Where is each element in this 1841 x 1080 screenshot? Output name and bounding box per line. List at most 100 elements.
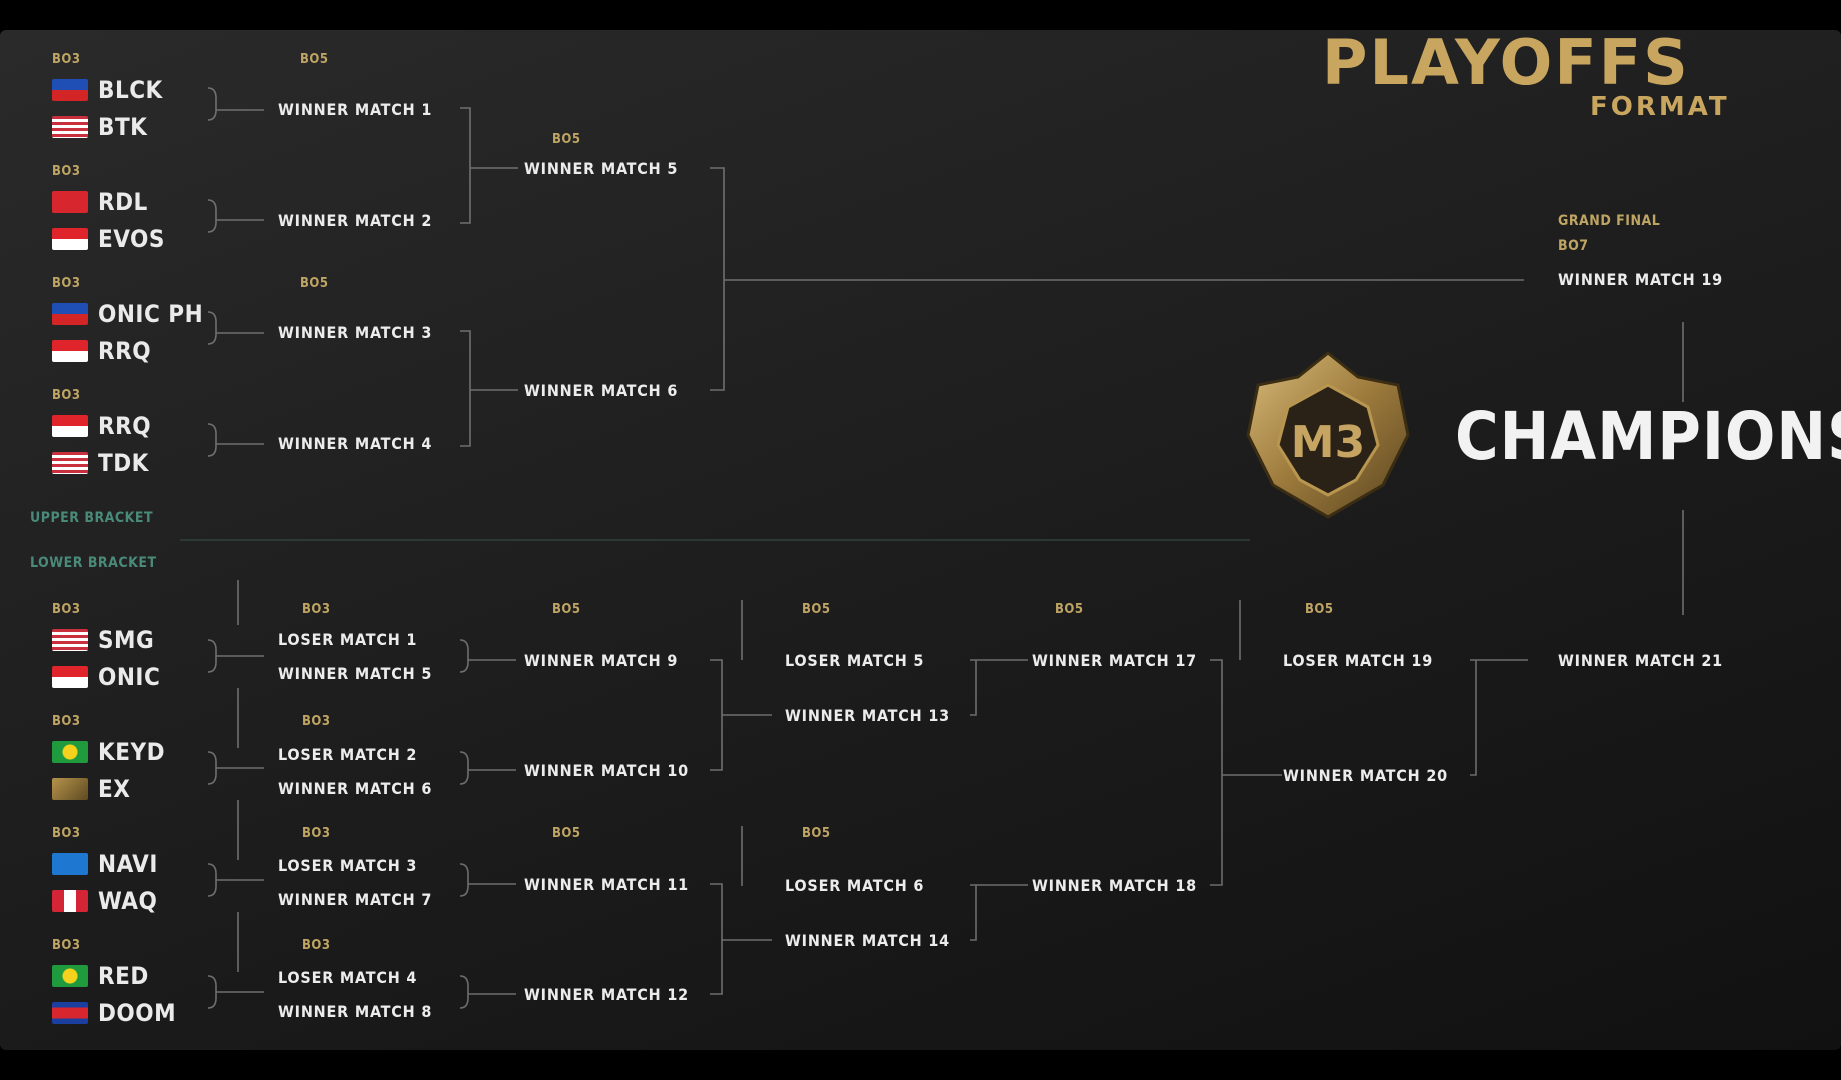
bracket-slot: WINNER MATCH 18 [1032, 876, 1197, 895]
upper-bracket-label: UPPER BRACKET [30, 510, 154, 526]
match-header: BO5 [300, 276, 329, 291]
bracket-slot: WINNER MATCH 2 [278, 211, 433, 230]
match-header: BO5 [552, 826, 581, 841]
team-name: BLCK [98, 76, 163, 104]
match-header: BO5 [1055, 602, 1084, 617]
team-name: ONIC PH [98, 300, 204, 328]
match-header: BO3 [302, 602, 331, 617]
flag-indonesia-icon [52, 666, 88, 688]
flag-usa-icon [52, 116, 88, 138]
bracket-slot: LOSER MATCH 4 [278, 968, 418, 987]
flag-brazil-icon [52, 965, 88, 987]
flag-indonesia-icon [52, 340, 88, 362]
match-header: BO3 [52, 714, 81, 729]
team-entry: ONIC PH [52, 299, 203, 329]
match-header: BO5 [1305, 602, 1334, 617]
team-name: DOOM [98, 999, 177, 1027]
team-name: ONIC [98, 663, 161, 691]
team-entry: EX [52, 774, 130, 804]
bracket-slot: LOSER MATCH 2 [278, 745, 418, 764]
match-header: BO3 [52, 938, 81, 953]
match-header: BO3 [302, 938, 331, 953]
flag-gold-icon [52, 778, 88, 800]
svg-text:M3: M3 [1291, 417, 1365, 468]
match-header: BO3 [52, 276, 81, 291]
bracket-slot: WINNER MATCH 4 [278, 434, 433, 453]
team-name: WAQ [98, 887, 158, 915]
team-entry: BTK [52, 112, 147, 142]
team-entry: WAQ [52, 886, 157, 916]
team-name: EVOS [98, 225, 165, 253]
flag-turkey-icon [52, 191, 88, 213]
team-entry: RED [52, 961, 149, 991]
team-entry: RRQ [52, 336, 151, 366]
match-header: BO3 [52, 388, 81, 403]
title-playoffs: PLAYOFFS [1322, 26, 1690, 99]
team-name: EX [98, 775, 131, 803]
match-header: BO5 [802, 602, 831, 617]
match-header: BO5 [552, 602, 581, 617]
bracket-slot: WINNER MATCH 12 [524, 985, 689, 1004]
team-entry: NAVI [52, 849, 158, 879]
flag-peru-icon [52, 890, 88, 912]
bracket-slot: LOSER MATCH 5 [785, 651, 925, 670]
match-header: BO5 [300, 52, 329, 67]
match-header: BO3 [52, 164, 81, 179]
flag-brazil-icon [52, 741, 88, 763]
bracket-slot: WINNER MATCH 11 [524, 875, 689, 894]
grand-final-slot: WINNER MATCH 19 [1558, 270, 1723, 289]
flag-blue-icon [52, 853, 88, 875]
grand-final-format: BO7 [1558, 238, 1589, 254]
team-name: RRQ [98, 337, 152, 365]
bracket-slot: WINNER MATCH 13 [785, 706, 950, 725]
bracket-slot: LOSER MATCH 1 [278, 630, 418, 649]
flag-philippines-icon [52, 79, 88, 101]
lower-bracket-label: LOWER BRACKET [30, 555, 157, 571]
match-header: BO5 [802, 826, 831, 841]
team-name: RRQ [98, 412, 152, 440]
team-name: RDL [98, 188, 148, 216]
bracket-slot: LOSER MATCH 3 [278, 856, 418, 875]
grand-final-label: GRAND FINAL [1558, 213, 1661, 229]
bracket-slot: WINNER MATCH 5 [278, 664, 433, 683]
team-name: KEYD [98, 738, 166, 766]
bracket-slot: WINNER MATCH 21 [1558, 651, 1723, 670]
match-header: BO3 [52, 52, 81, 67]
bracket-slot: LOSER MATCH 19 [1283, 651, 1434, 670]
team-entry: ONIC [52, 662, 160, 692]
team-entry: KEYD [52, 737, 165, 767]
team-name: TDK [98, 449, 149, 477]
flag-philippines-icon [52, 303, 88, 325]
bracket-slot: WINNER MATCH 17 [1032, 651, 1197, 670]
team-entry: SMG [52, 625, 154, 655]
bracket-slot: WINNER MATCH 6 [524, 381, 679, 400]
team-name: RED [98, 962, 149, 990]
m3-emblem-logo: M3 [1246, 351, 1410, 519]
match-header: BO3 [302, 826, 331, 841]
flag-usa-icon [52, 452, 88, 474]
champions-label: CHAMPIONS [1455, 398, 1841, 475]
bracket-slot: WINNER MATCH 3 [278, 323, 433, 342]
bracket-slot: LOSER MATCH 6 [785, 876, 925, 895]
flag-cambodia-icon [52, 1002, 88, 1024]
flag-indonesia-icon [52, 415, 88, 437]
bracket-slot: WINNER MATCH 7 [278, 890, 433, 909]
match-header: BO3 [52, 826, 81, 841]
team-entry: RRQ [52, 411, 151, 441]
team-name: BTK [98, 113, 148, 141]
title-format: FORMAT [1590, 92, 1730, 122]
bracket-slot: WINNER MATCH 14 [785, 931, 950, 950]
bracket-slot: WINNER MATCH 20 [1283, 766, 1448, 785]
bracket-slot: WINNER MATCH 6 [278, 779, 433, 798]
bracket-slot: WINNER MATCH 10 [524, 761, 689, 780]
team-name: SMG [98, 626, 155, 654]
team-entry: DOOM [52, 998, 176, 1028]
bracket-slot: WINNER MATCH 1 [278, 100, 433, 119]
team-entry: RDL [52, 187, 148, 217]
match-header: BO3 [52, 602, 81, 617]
match-header: BO5 [552, 132, 581, 147]
team-entry: BLCK [52, 75, 163, 105]
flag-usa-icon [52, 629, 88, 651]
match-header: BO3 [302, 714, 331, 729]
bracket-slot: WINNER MATCH 8 [278, 1002, 433, 1021]
